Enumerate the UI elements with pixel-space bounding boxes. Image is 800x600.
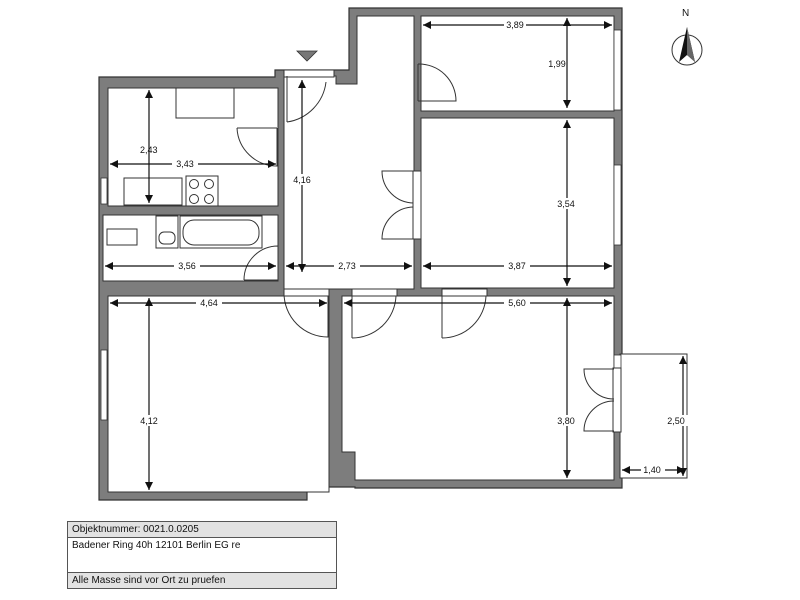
room-bedroom-ne [420, 15, 615, 112]
dim-living-depth: 3,80 [557, 416, 575, 426]
door-southwest [283, 288, 330, 338]
dim-bath-width: 3,56 [178, 261, 196, 271]
window-sw [100, 349, 108, 421]
dimension-arrows [105, 18, 687, 490]
dim-room-sw-depth: 4,12 [140, 416, 158, 426]
object-number-value: 0021.0.0205 [143, 524, 199, 535]
room-southwest [107, 295, 330, 493]
dim-balcony-width: 1,40 [643, 465, 661, 475]
dim-hall-width: 2,73 [338, 261, 356, 271]
window-east-2 [613, 164, 622, 246]
bath-sink [106, 228, 138, 246]
dim-living-width: 5,60 [508, 298, 526, 308]
door-kitchen [236, 127, 278, 167]
door-bedroom-ne [417, 63, 457, 102]
door-bath [243, 245, 279, 281]
door-balcony-double [583, 367, 622, 433]
kitchen-counter [175, 87, 235, 119]
dim-bedroom-ne-depth: 1,99 [548, 59, 566, 69]
dim-bedroom-ne-width: 3,89 [506, 20, 524, 30]
dim-room-east-depth: 3,54 [557, 199, 575, 209]
object-number-row: Objektnummer: 0021.0.0205 [68, 522, 336, 538]
dimension-labels: 3,89 1,99 2,43 3,43 4,16 3,54 3,56 2,73 … [137, 19, 688, 475]
door-living-1 [351, 288, 398, 339]
door-east-double [381, 170, 422, 240]
dim-room-sw-width: 4,64 [200, 298, 218, 308]
kitchen-sink [123, 177, 183, 206]
note-row: Alle Masse sind vor Ort zu pruefen [68, 573, 336, 588]
address-row: Badener Ring 40h 12101 Berlin EG re [68, 538, 336, 573]
window-east-1 [613, 29, 622, 111]
dim-kitchen-width: 3,43 [176, 159, 194, 169]
object-number-label: Objektnummer: [72, 524, 141, 535]
dim-balcony-depth: 2,50 [667, 416, 685, 426]
dim-kitchen-depth: 2,43 [140, 145, 158, 155]
north-label: N [682, 8, 690, 19]
door-entrance [283, 69, 335, 123]
note-text: Alle Masse sind vor Ort zu pruefen [72, 575, 226, 586]
window-kitchen [100, 177, 108, 205]
object-info-box: Objektnummer: 0021.0.0205 Badener Ring 4… [67, 521, 337, 589]
dim-room-east-width: 3,87 [508, 261, 526, 271]
dim-hall-depth: 4,16 [293, 175, 311, 185]
north-arrow-icon [671, 27, 703, 66]
entrance-marker [296, 50, 318, 62]
room-living [341, 295, 615, 481]
address-text: Badener Ring 40h 12101 Berlin EG re [72, 540, 241, 551]
